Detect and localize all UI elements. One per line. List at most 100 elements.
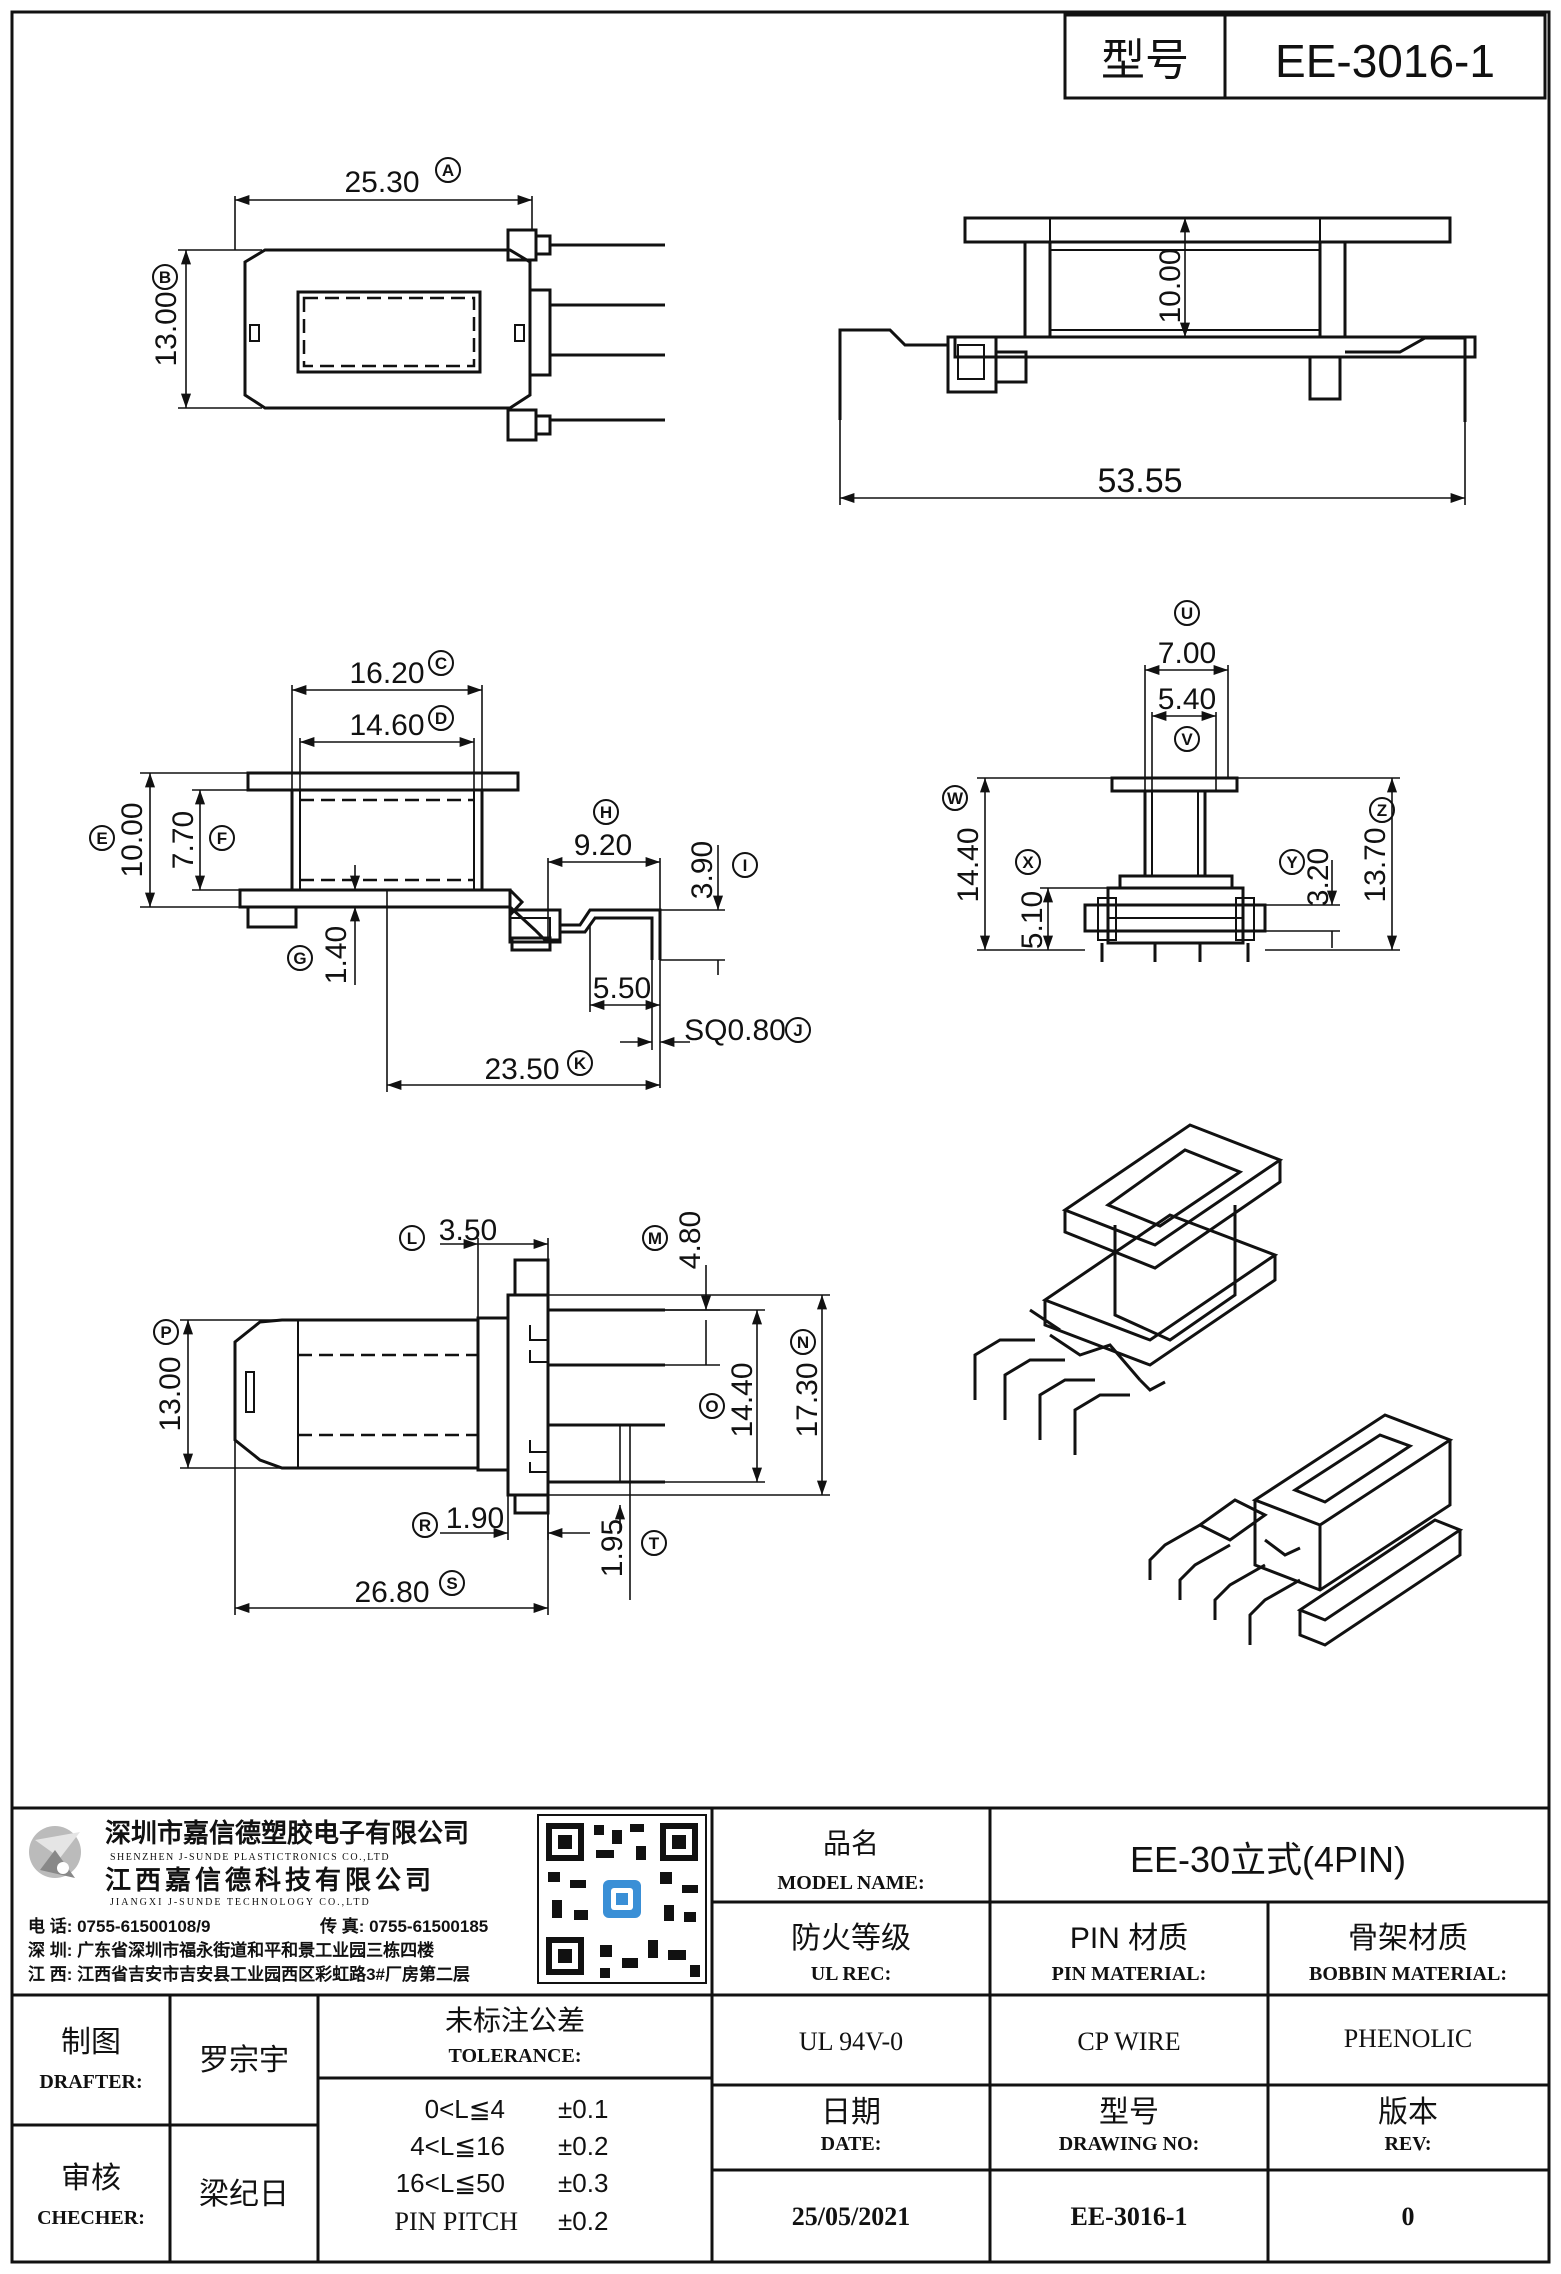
bottom-view: 3.50 L 4.80 M 14.40 O 17.30 N 13.00 P: [153, 1211, 830, 1615]
tol-range: 4<L≦16: [410, 2131, 505, 2161]
sheet-border: [10, 10, 1551, 2264]
dwg-value: EE-3016-1: [1071, 2202, 1188, 2231]
company-logo: [29, 1826, 81, 1878]
company-name-sz: 深圳市嘉信德塑胶电子有限公司: [105, 1818, 469, 1848]
dim-z-value: 13.70: [1359, 827, 1392, 902]
dim-w-ref: W: [947, 789, 964, 808]
dim-l-value: 3.50: [439, 1214, 497, 1247]
dim-o-ref: O: [705, 1397, 718, 1416]
dim-f-ref: F: [217, 829, 227, 848]
dim-l-ref: L: [407, 1229, 417, 1248]
company-name-sz-en: SHENZHEN J-SUNDE PLASTICTRONICS CO.,LTD: [110, 1852, 390, 1863]
dim-k-value: 23.50: [484, 1053, 559, 1086]
tol-value: ±0.2: [558, 2131, 608, 2161]
dim-j-ref: J: [793, 1021, 802, 1040]
ul-en: UL REC:: [811, 1963, 892, 1985]
dim-k-ref: K: [574, 1054, 587, 1073]
dim-b-ref: B: [159, 268, 171, 287]
dim-a-value: 25.30: [344, 166, 419, 199]
qr-code: [537, 1814, 707, 1984]
tol-value: ±0.3: [558, 2168, 608, 2198]
dim-s-ref: S: [446, 1574, 457, 1593]
dim-d-value: 14.60: [349, 709, 424, 742]
dim-n-ref: N: [797, 1333, 809, 1352]
dim-t-value: 1.95: [596, 1519, 629, 1577]
bobbin-value: PHENOLIC: [1344, 2024, 1473, 2053]
dim-t-ref: T: [649, 1534, 660, 1553]
dim-g-value: 1.40: [320, 926, 353, 984]
dim-a-ref: A: [442, 161, 454, 180]
rev-en: REV:: [1384, 2133, 1431, 2155]
dim-r-value: 1.90: [446, 1502, 504, 1535]
drafter-value: 罗宗宇: [199, 2044, 289, 2077]
date-value: 25/05/2021: [792, 2202, 910, 2231]
pin-value: CP WIRE: [1077, 2027, 1180, 2056]
model-name-en: MODEL NAME:: [777, 1872, 924, 1894]
dim-g-ref: G: [293, 949, 306, 968]
dim-j-value: SQ0.80: [684, 1014, 786, 1047]
company-name-jx: 江西嘉信德科技有限公司: [105, 1865, 435, 1895]
pin-cn: PIN 材质: [1070, 1922, 1188, 1955]
dim-10-value: 10.00: [1154, 248, 1187, 323]
dim-d-ref: D: [435, 709, 447, 728]
dim-e-value: 10.00: [116, 802, 149, 877]
tol-value: ±0.1: [558, 2094, 608, 2124]
tol-en: TOLERANCE:: [449, 2045, 582, 2067]
dim-v-ref: V: [1181, 730, 1193, 749]
dim-u-value: 7.00: [1158, 637, 1216, 670]
top-view: 25.30 A 13.00 B: [150, 157, 665, 442]
dim-h-ref: H: [600, 803, 612, 822]
dim-u-ref: U: [1181, 604, 1193, 623]
checker-cn: 审核: [61, 2162, 121, 2195]
dim-v-value: 5.40: [1158, 683, 1216, 716]
header-model-value: EE-3016-1: [1275, 35, 1495, 87]
header-model-box: 型号 EE-3016-1: [1063, 13, 1547, 100]
dim-e-ref: E: [96, 829, 107, 848]
rev-value: 0: [1402, 2202, 1415, 2231]
dim-b-value: 13.00: [150, 291, 183, 366]
ul-cn: 防火等级: [791, 1922, 911, 1955]
bobbin-en: BOBBIN MATERIAL:: [1309, 1963, 1507, 1985]
isometric-view-2: [1148, 1413, 1464, 1647]
company-name-jx-en: JIANGXI J-SUNDE TECHNOLOGY CO.,LTD: [110, 1897, 371, 1908]
ul-value: UL 94V-0: [799, 2027, 903, 2056]
isometric-view-1: [973, 1123, 1284, 1455]
drafter-cn: 制图: [61, 2026, 121, 2059]
tol-range: 16<L≦50: [396, 2168, 505, 2198]
tol-range: 0<L≦4: [425, 2094, 505, 2124]
dim-x-value: 5.10: [1016, 891, 1049, 949]
dim-r-ref: R: [419, 1516, 431, 1535]
company-fax: 传 真: 0755-61500185: [319, 1916, 488, 1936]
date-cn: 日期: [821, 2096, 881, 2129]
tol-value: ±0.2: [558, 2206, 608, 2236]
company-tel: 电 话: 0755-61500108/9: [28, 1916, 210, 1936]
bobbin-cn: 骨架材质: [1348, 1922, 1468, 1955]
dim-5355-value: 53.55: [1097, 462, 1182, 500]
dim-550-value: 5.50: [593, 972, 651, 1005]
dim-s-value: 26.80: [354, 1576, 429, 1609]
dim-c-ref: C: [435, 654, 447, 673]
company-addr-sz: 深 圳: 广东省深圳市福永街道和平和景工业园三栋四楼: [28, 1940, 434, 1960]
dim-p-value: 13.00: [154, 1356, 187, 1431]
dim-p-ref: P: [160, 1323, 171, 1342]
checker-value: 梁纪日: [199, 2178, 289, 2211]
dim-f-value: 7.70: [167, 811, 200, 869]
dim-c-value: 16.20: [349, 657, 424, 690]
header-model-label: 型号: [1101, 36, 1189, 85]
dim-n-value: 17.30: [791, 1362, 824, 1437]
dim-m-ref: M: [648, 1229, 662, 1248]
dim-h-value: 9.20: [574, 829, 632, 862]
title-block: 深圳市嘉信德塑胶电子有限公司 SHENZHEN J-SUNDE PLASTICT…: [12, 1806, 1549, 2262]
date-en: DATE:: [821, 2133, 882, 2155]
end-view: 7.00 U 5.40 V 14.40 W 5.10 X 3.20 Y: [942, 600, 1400, 962]
dim-x-ref: X: [1022, 853, 1034, 872]
dim-i-ref: I: [743, 856, 748, 875]
pin-en: PIN MATERIAL:: [1052, 1963, 1207, 1985]
front-long-view: 10.00 53.55: [838, 216, 1477, 505]
model-name-cn: 品名: [823, 1828, 879, 1859]
company-addr-jx: 江 西: 江西省吉安市吉安县工业园西区彩虹路3#厂房第二层: [28, 1964, 470, 1984]
dim-o-value: 14.40: [726, 1362, 759, 1437]
dwg-cn: 型号: [1099, 2096, 1159, 2129]
dim-w-value: 14.40: [952, 827, 985, 902]
